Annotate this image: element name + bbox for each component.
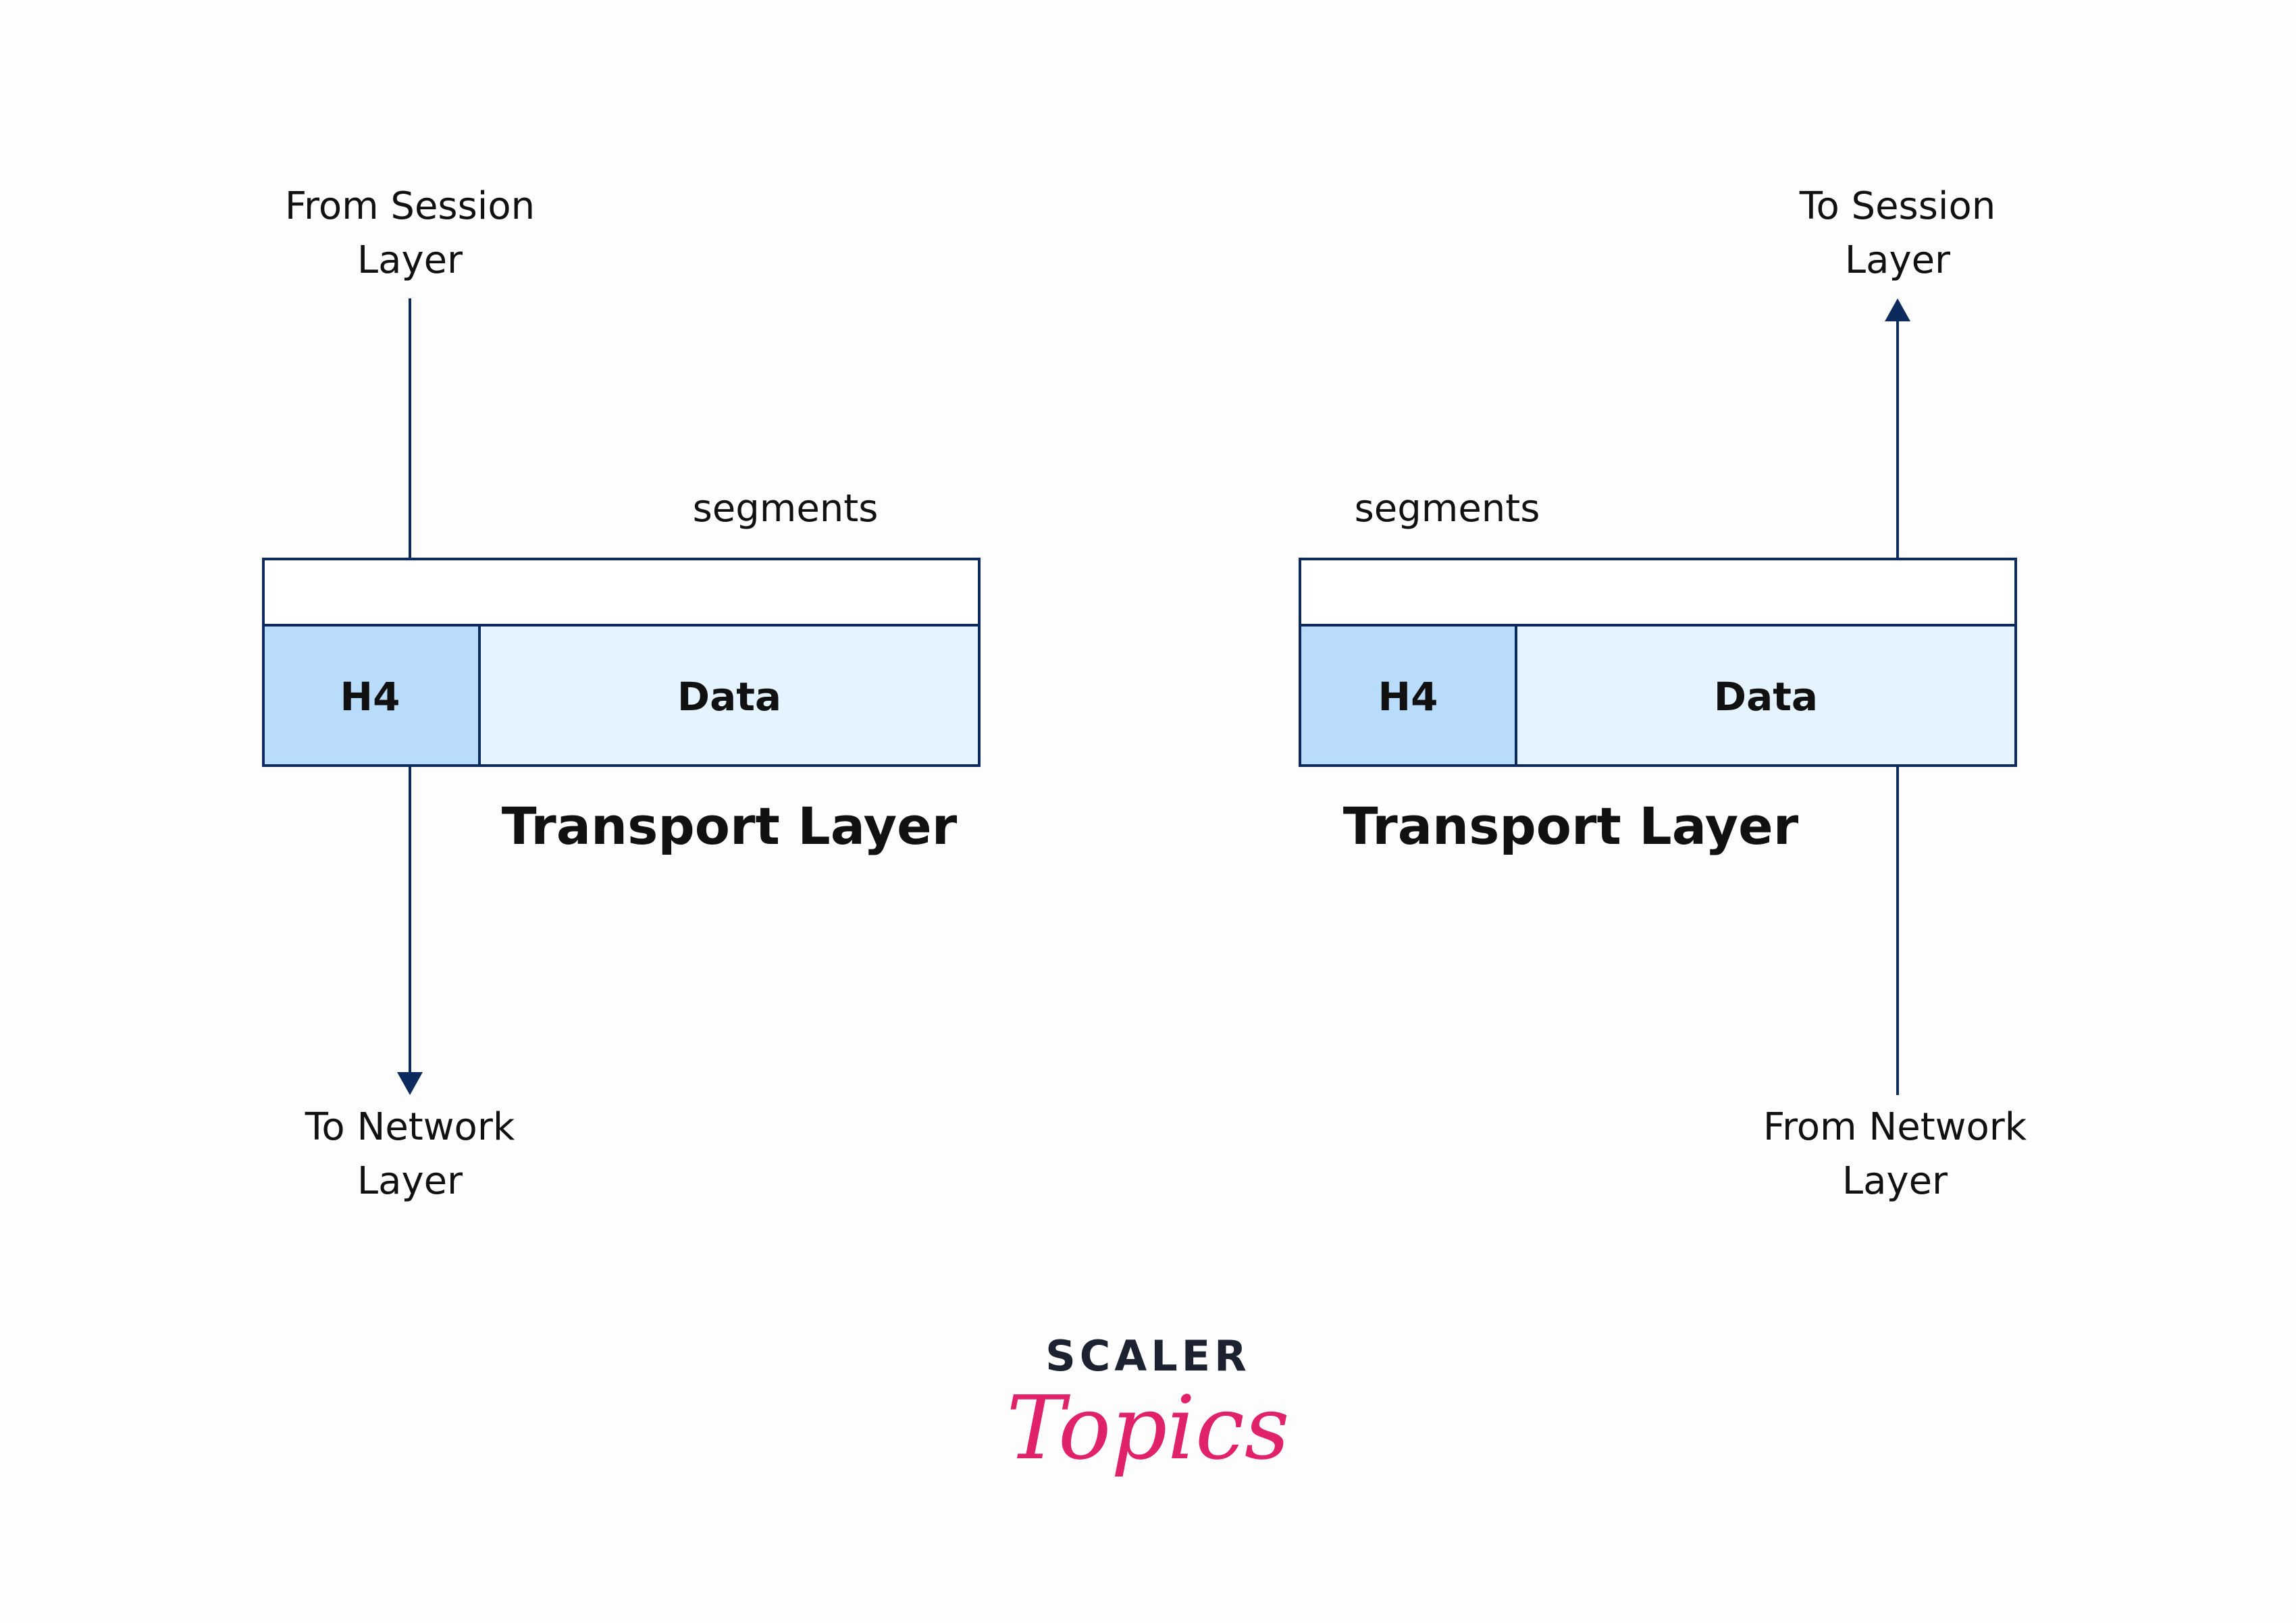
- left-bottom-label-line2: Layer: [357, 1159, 463, 1203]
- left-segment-top-strip: [262, 558, 981, 627]
- right-data-cell: [1515, 624, 2017, 767]
- left-transport-layer-title: Transport Layer: [502, 796, 958, 856]
- left-data-label: Data: [677, 674, 781, 720]
- right-h4-label: H4: [1378, 674, 1438, 720]
- right-segments-label: segments: [1355, 487, 1540, 531]
- left-bottom-label-line1: To Network: [305, 1105, 515, 1149]
- left-top-label-line1: From Session: [285, 184, 535, 228]
- right-segment-top-strip: [1299, 558, 2017, 627]
- left-h4-label: H4: [340, 674, 400, 720]
- right-transport-layer-title: Transport Layer: [1343, 796, 1799, 856]
- right-h4-cell: [1299, 624, 1517, 767]
- right-bottom-label-line2: Layer: [1842, 1159, 1948, 1203]
- left-top-label-line2: Layer: [357, 238, 463, 282]
- right-data-label: Data: [1714, 674, 1818, 720]
- right-up-arrowhead: [1885, 298, 1910, 321]
- logo-script-text: Topics: [1006, 1377, 1289, 1479]
- right-top-label-line2: Layer: [1845, 238, 1951, 282]
- left-segments-label: segments: [693, 487, 879, 531]
- left-panel: From Session Layer segments H4 Data Tran…: [262, 184, 981, 1203]
- left-down-arrowhead: [397, 1072, 423, 1095]
- right-bottom-label-line1: From Network: [1763, 1105, 2027, 1149]
- scaler-topics-logo: SCALER Topics: [1006, 1331, 1289, 1479]
- right-panel: To Session Layer segments H4 Data Transp…: [1299, 184, 2027, 1203]
- logo-brand-text: SCALER: [1045, 1331, 1251, 1381]
- right-top-label-line1: To Session: [1799, 184, 1995, 228]
- left-data-cell: [478, 624, 981, 767]
